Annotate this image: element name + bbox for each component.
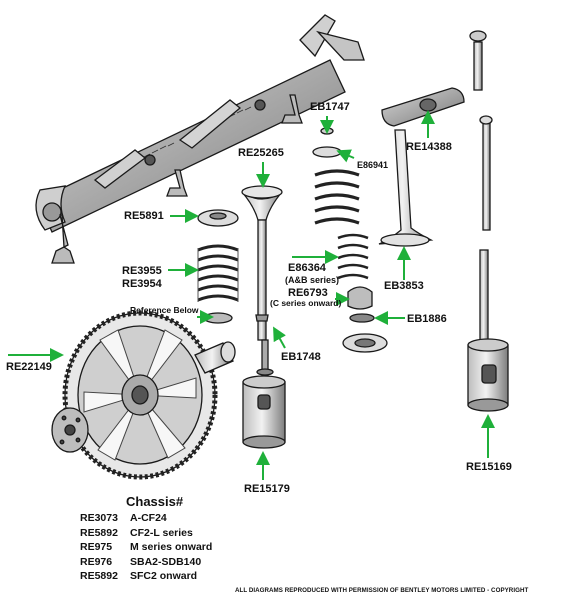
pushrod-and-tappet-re15169 xyxy=(467,115,509,412)
tappet-re15179 xyxy=(242,375,286,449)
label-c-series: (C series onward) xyxy=(270,298,342,308)
label-reference-below: Reference Below xyxy=(130,305,199,315)
chassis-row: RE5892 CF2-L series xyxy=(80,526,280,541)
label-eb1747: EB1747 xyxy=(310,101,350,113)
chassis-row: RE976 SBA2-SDB140 xyxy=(80,555,280,570)
rocker-shaft-assembly xyxy=(35,14,365,264)
chassis-range: M series onward xyxy=(130,541,213,553)
chassis-row: RE3073 A-CF24 xyxy=(80,511,280,526)
arrow-e86941 xyxy=(336,149,355,163)
label-e86941: E86941 xyxy=(357,160,389,170)
chassis-range: A-CF24 xyxy=(130,512,167,524)
valve-springs-left xyxy=(197,209,239,324)
label-re3954: RE3954 xyxy=(122,278,162,290)
label-ab-series: (A&B series) xyxy=(285,275,340,285)
chassis-range: CF2-L series xyxy=(130,526,193,539)
label-re15179: RE15179 xyxy=(244,483,290,495)
label-e86364: E86364 xyxy=(288,262,326,274)
chassis-part: RE5892 xyxy=(80,570,118,582)
chassis-range: SFC2 onward xyxy=(130,570,198,582)
camshaft-gear xyxy=(51,310,236,480)
chassis-part: RE975 xyxy=(80,541,113,553)
label-re22149: RE22149 xyxy=(6,361,52,373)
arrow-eb1748 xyxy=(273,326,286,349)
rocker-and-valve-right xyxy=(378,30,487,247)
chassis-row: RE975 M series onward xyxy=(80,540,280,555)
label-eb1748: EB1748 xyxy=(281,351,321,363)
copyright-notice: ALL DIAGRAMS REPRODUCED WITH PERMISSION … xyxy=(235,587,529,594)
chassis-part: RE3073 xyxy=(80,512,118,524)
chassis-table: Chassis# RE3073 A-CF24 RE5892 CF2-L series… xyxy=(80,494,280,584)
chassis-part: RE5892 xyxy=(80,526,118,539)
label-re3955: RE3955 xyxy=(122,265,162,277)
label-re25265: RE25265 xyxy=(238,147,284,159)
label-re5891: RE5891 xyxy=(124,210,164,222)
callout-arrows xyxy=(8,110,495,480)
chassis-part: RE976 xyxy=(80,555,113,568)
label-eb3853: EB3853 xyxy=(384,280,424,292)
label-eb1886: EB1886 xyxy=(407,313,447,325)
label-re6793: RE6793 xyxy=(288,287,328,299)
label-re14388: RE14388 xyxy=(406,141,452,153)
chassis-range: SBA2-SDB140 xyxy=(130,555,202,568)
valve-re25265 xyxy=(241,185,283,376)
chassis-title: Chassis# xyxy=(126,494,184,509)
chassis-row: RE5892 SFC2 onward xyxy=(80,569,280,584)
valve-springs-right xyxy=(312,127,388,353)
label-re15169: RE15169 xyxy=(466,461,512,473)
